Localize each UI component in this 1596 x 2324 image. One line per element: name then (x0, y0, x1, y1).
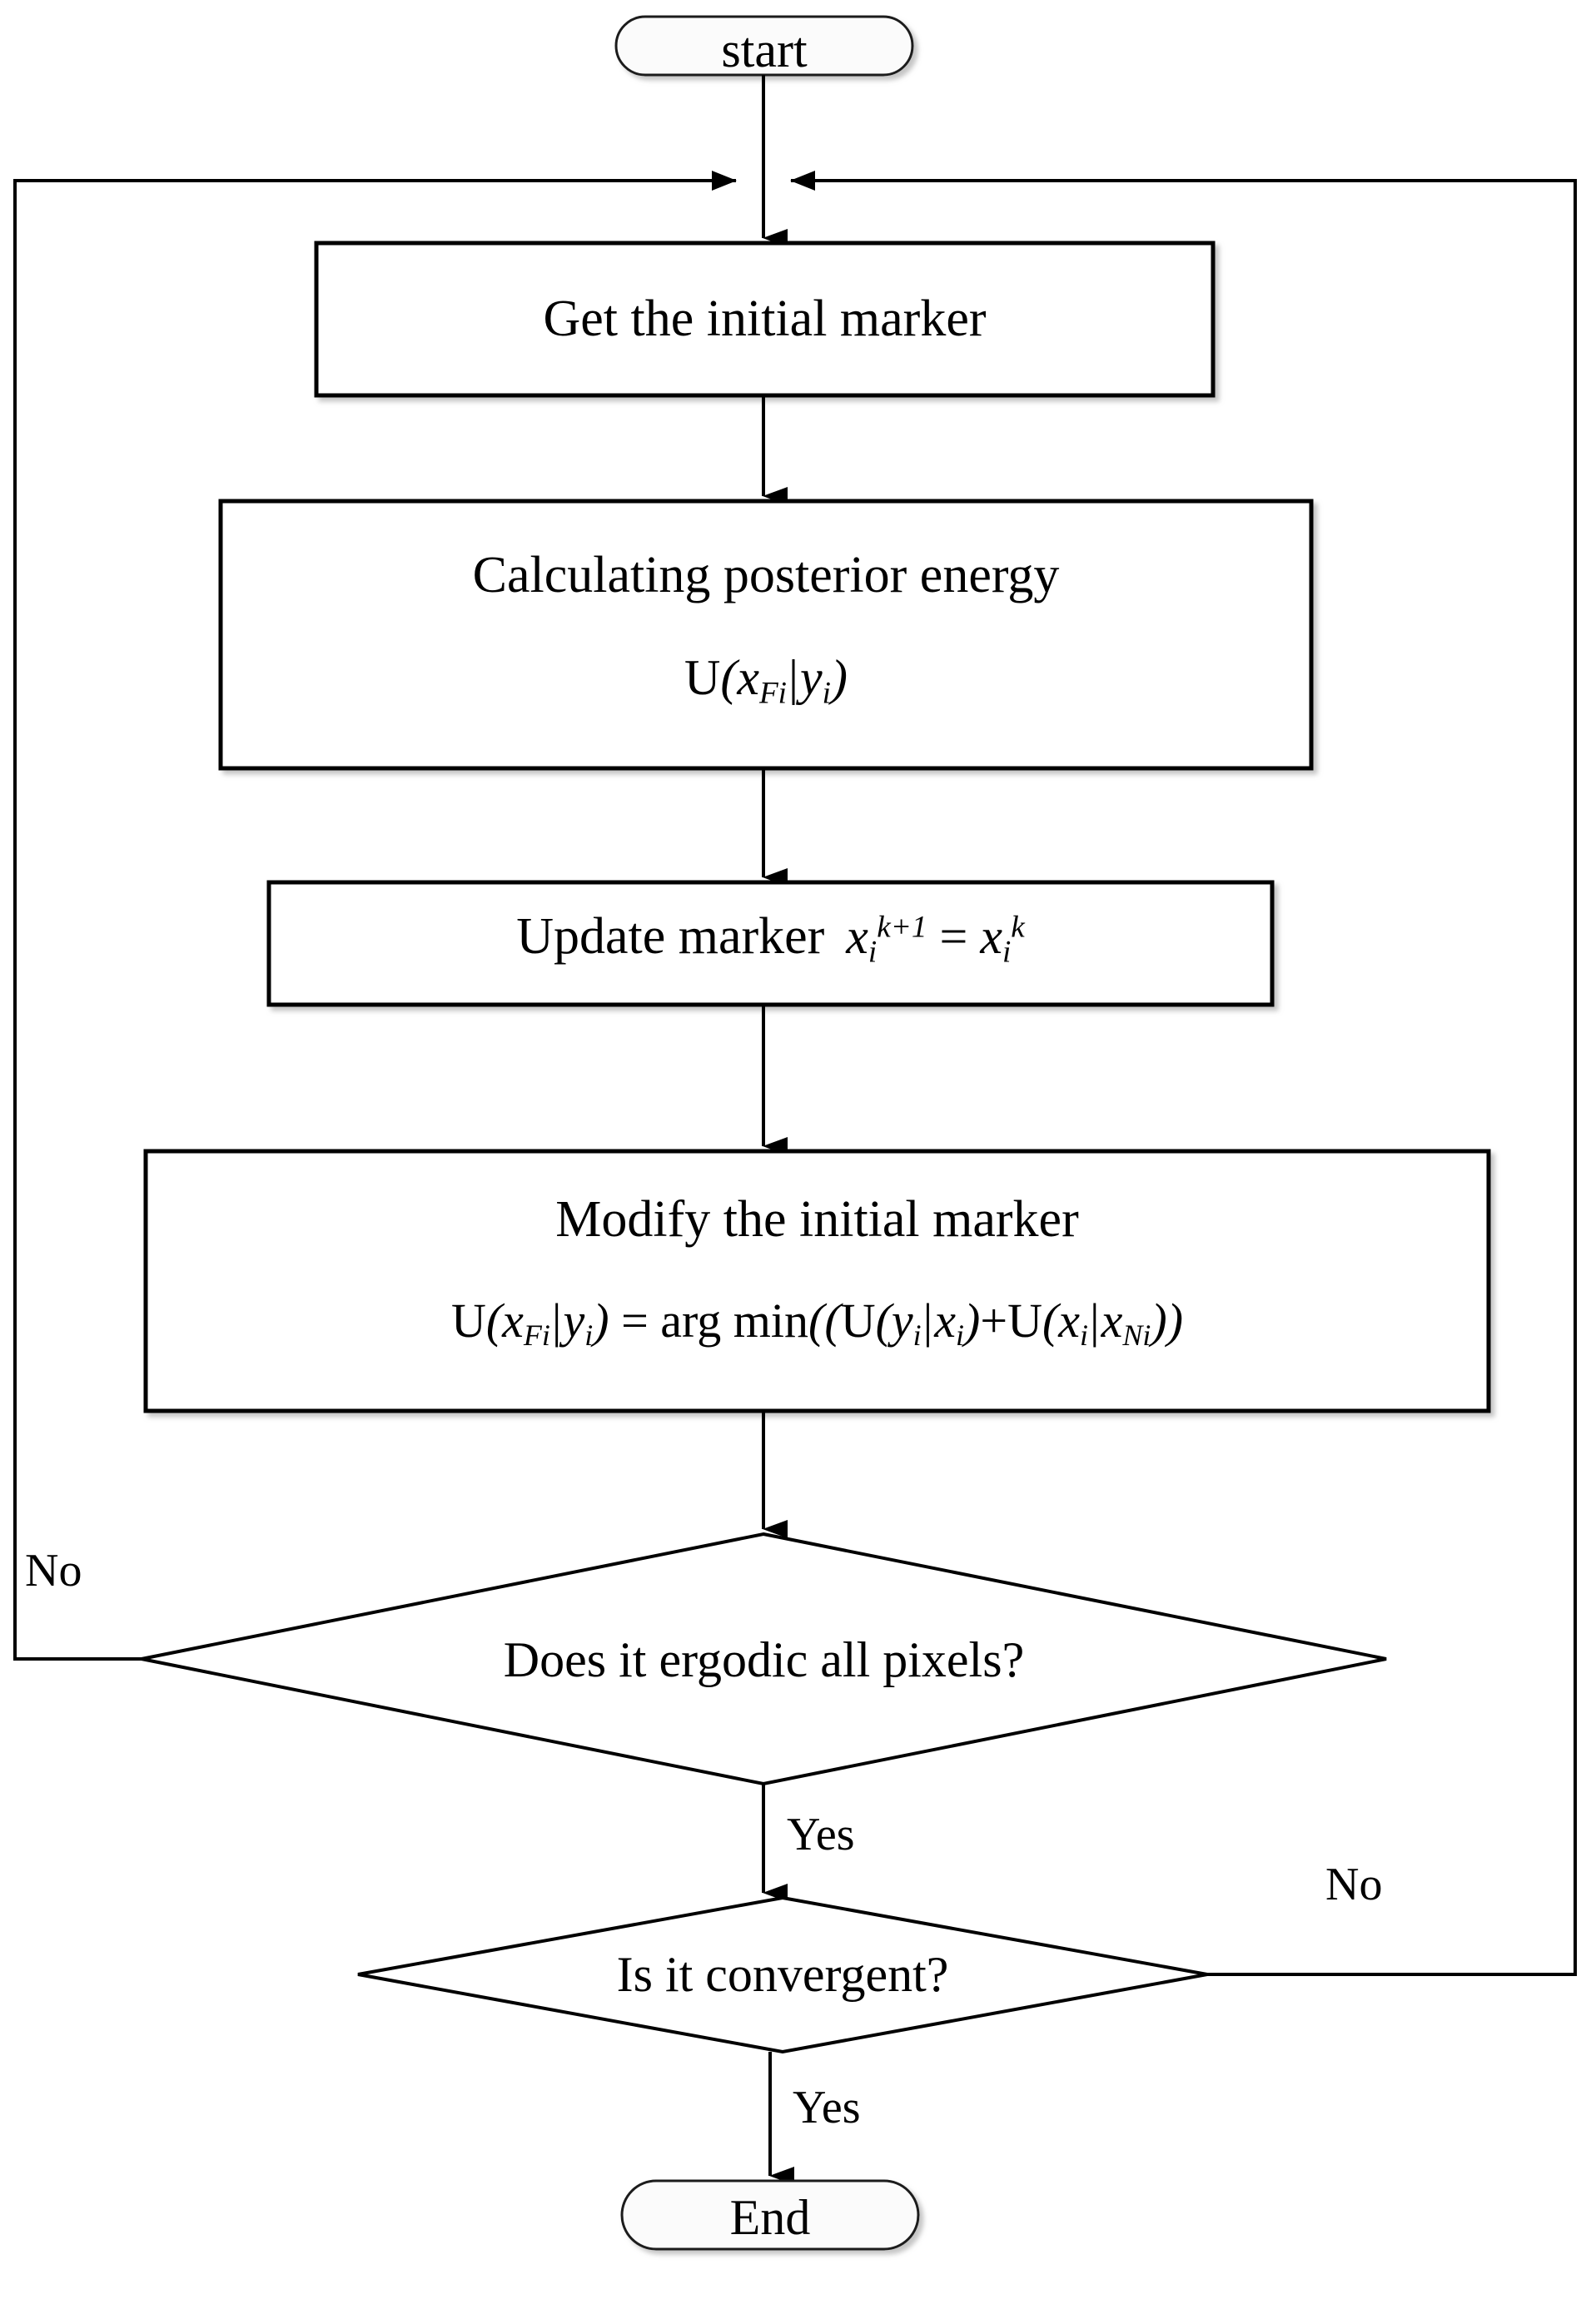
update-marker-shape (266, 880, 1275, 1007)
start-node-shape (614, 15, 914, 77)
modify-initial-marker-shape (143, 1149, 1491, 1413)
edge-ergodic-no-loopback (13, 171, 737, 1661)
end-node-shape (620, 2179, 920, 2251)
convergent-decision-shape (357, 1895, 1208, 2054)
ergodic-decision-shape (141, 1532, 1387, 1786)
calc-posterior-energy-shape (218, 499, 1314, 771)
get-initial-marker-shape (314, 241, 1216, 398)
edge-convergent-no-loopback (790, 171, 1577, 1976)
